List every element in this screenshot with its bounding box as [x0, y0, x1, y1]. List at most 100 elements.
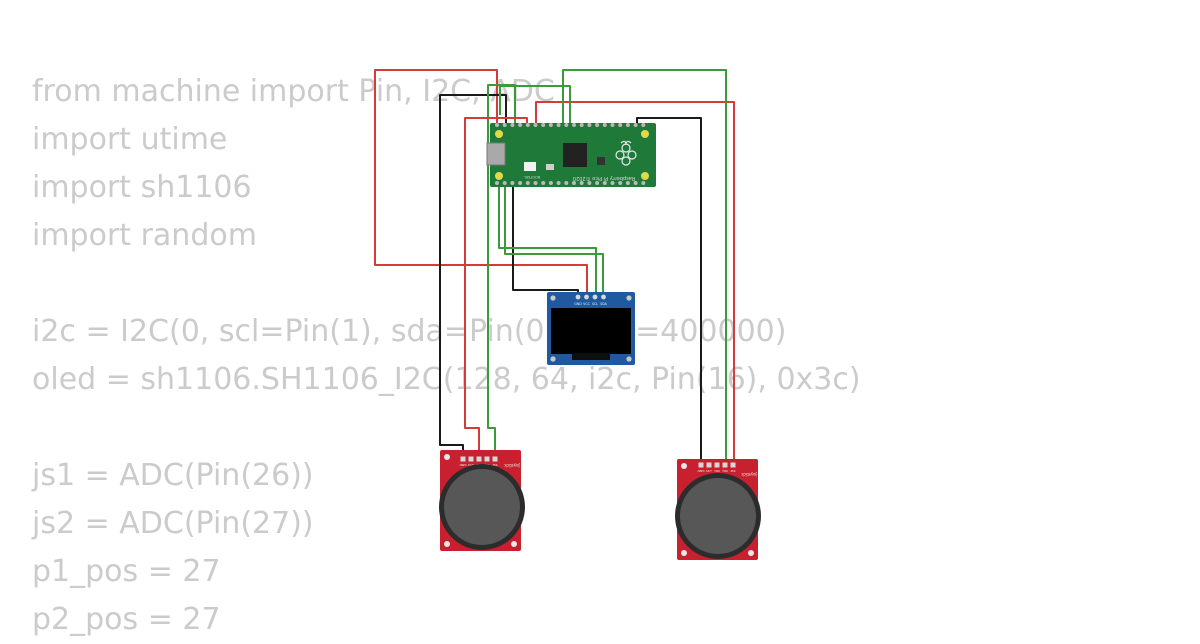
bootsel-button [524, 162, 536, 171]
bootsel-label: BOOTSEL [524, 175, 540, 179]
green-wire [562, 69, 727, 465]
joystick-1-label: Joystick [504, 463, 521, 468]
usb-connector [486, 142, 506, 166]
rp2040-chip [563, 143, 587, 167]
pico-pin [572, 181, 576, 185]
code-listing: from machine import Pin, I2C, ADC import … [32, 68, 861, 644]
code-line: import random [32, 218, 257, 253]
pico-pin [510, 181, 515, 185]
black-wire [636, 117, 702, 465]
mounting-hole [495, 172, 503, 180]
pico-pin [564, 181, 569, 185]
joystick-pin [468, 456, 474, 462]
pico-pin [595, 181, 600, 185]
pico-board: Raspberry Pi Pico ©2020 BOOTSEL [486, 123, 656, 187]
pico-pin [502, 181, 507, 185]
mounting-hole [495, 130, 503, 138]
code-line: import utime [32, 122, 228, 157]
pico-pin [525, 123, 530, 127]
pico-pin [495, 181, 499, 185]
oled-pin [584, 294, 589, 300]
joystick-pin-label: SW [731, 469, 736, 473]
red-wire [535, 101, 735, 465]
pico-pin [518, 181, 523, 185]
oled-pin-label: SCL [592, 302, 598, 306]
joystick-pin [698, 462, 704, 468]
pico-pin [602, 181, 607, 185]
joystick-1-knob [444, 469, 520, 545]
green-wire [498, 182, 597, 296]
pico-pin [587, 123, 592, 127]
joystick-pin-label: VRy [722, 469, 728, 473]
joystick-pin [484, 456, 490, 462]
mounting-hole [641, 130, 649, 138]
red-wire [464, 117, 528, 458]
oled-pin [601, 294, 606, 300]
joystick-pin [476, 456, 482, 462]
pico-pin [564, 123, 569, 127]
oled-pin-label: VCC [583, 302, 590, 306]
code-line: import sh1106 [32, 170, 252, 205]
joystick-pin-label: GND [697, 469, 705, 473]
code-line: p1_pos = 27 [32, 554, 221, 589]
pico-pin [572, 123, 576, 127]
joystick-pin-label: VRx [714, 469, 720, 473]
pico-pin [518, 123, 523, 127]
pico-pin [625, 123, 630, 127]
pico-pin [541, 123, 546, 127]
pico-pin [610, 123, 615, 127]
joystick-pin [714, 462, 720, 468]
code-line: oled = sh1106.SH1106_I2C(128, 64, i2c, P… [32, 362, 861, 397]
pico-pin [618, 123, 623, 127]
pico-pin [587, 181, 592, 185]
red-wire [374, 69, 588, 296]
joystick-pin-label: GND [459, 463, 467, 467]
pico-pin [502, 123, 507, 127]
pico-pin [548, 181, 553, 185]
oled-pin-label: SDA [600, 302, 607, 306]
joystick-pin [706, 462, 712, 468]
pico-pin [595, 123, 600, 127]
oled-pin-label: GND [574, 302, 582, 306]
oled-pin [575, 294, 581, 300]
pico-header-pins [495, 123, 646, 185]
joystick-pin-label: +5V [705, 469, 712, 473]
black-wire [439, 94, 507, 458]
wires [374, 69, 735, 465]
code-line: from machine import Pin, I2C, ADC [32, 74, 555, 109]
pico-pin [533, 181, 538, 185]
joystick-2-knob [680, 478, 756, 554]
pico-pin [610, 181, 615, 185]
oled-screen [551, 308, 631, 354]
green-wire [504, 182, 604, 296]
mounting-hole [641, 172, 649, 180]
pico-pin [579, 181, 584, 185]
oled-pin [592, 294, 598, 300]
code-line: i2c = I2C(0, scl=Pin(1), sda=Pin(0), fre… [32, 314, 787, 349]
green-wire [499, 85, 571, 126]
joystick-pin [722, 462, 728, 468]
joystick-pin [730, 462, 736, 468]
pico-pin [556, 123, 561, 127]
joystick-pin-label: +5V [467, 463, 474, 467]
pico-pin [533, 123, 538, 127]
pico-board-label: Raspberry Pi Pico ©2020 [573, 175, 635, 182]
pico-pin [641, 181, 646, 185]
raspberry-logo-icon [615, 140, 637, 166]
joystick-pin-label: SW [493, 463, 498, 467]
code-line: js2 = ADC(Pin(27)) [32, 506, 314, 541]
green-wire [487, 84, 516, 458]
pico-pin [510, 123, 515, 127]
joystick-pin [460, 456, 466, 462]
code-line: js1 = ADC(Pin(26)) [32, 458, 314, 493]
pico-pin [541, 181, 546, 185]
pico-pin [579, 123, 584, 127]
pico-pin [495, 123, 499, 127]
pico-pin [602, 123, 607, 127]
